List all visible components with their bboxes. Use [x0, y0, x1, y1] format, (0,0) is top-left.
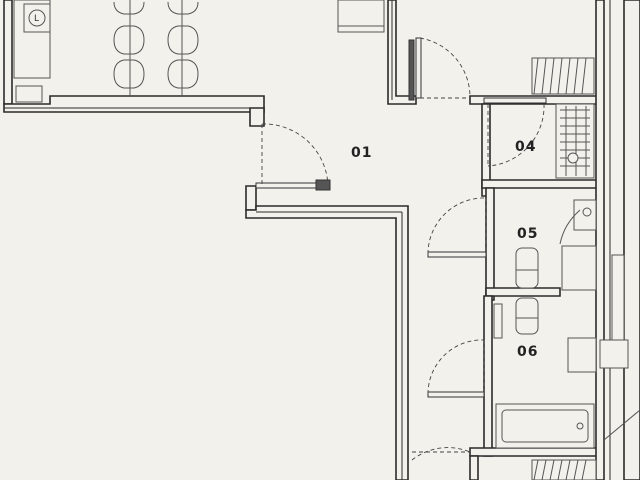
door-swing-room04: [487, 103, 545, 167]
wall-far-right: [595, 0, 605, 480]
radiator-bottom: [531, 459, 597, 480]
door-room04[interactable]: [483, 97, 547, 104]
flush-panel: [493, 303, 503, 339]
chair-icon: [167, 25, 199, 55]
room-label-05: 05: [517, 226, 538, 242]
radiators: [531, 57, 597, 480]
toilet-05: [515, 247, 539, 289]
doors: [255, 37, 547, 461]
stove: [23, 3, 51, 33]
room06-fixtures: [493, 297, 597, 449]
door-handle: [315, 179, 331, 191]
door-swing-corridor-top: [419, 37, 471, 99]
toilet-06: [515, 297, 539, 335]
bathtub-drain-icon: [576, 422, 584, 430]
wall-post: [408, 39, 415, 101]
wall-room06-bottom: [469, 447, 601, 457]
door-swing-room05: [427, 197, 487, 255]
sink-05: [573, 199, 597, 231]
exterior-panel: [611, 254, 625, 346]
shower-drain-icon: [567, 152, 579, 164]
wall-kitchen-bottom: [3, 95, 265, 113]
bathtub: [495, 403, 595, 449]
radiator-top: [531, 57, 595, 95]
wall-exterior-right: [623, 0, 640, 480]
furniture-top: [337, 0, 385, 33]
chair-icon: [113, 25, 145, 55]
door-corridor-top[interactable]: [415, 37, 422, 99]
wall-room01-bottom-right: [245, 205, 409, 480]
kitchen-bin: [15, 85, 43, 103]
cabinet-05: [561, 245, 597, 291]
chair-icon: [167, 59, 199, 89]
wall-room06-left: [483, 295, 493, 457]
door-swing-room01: [261, 123, 329, 187]
walls: [3, 0, 640, 480]
wall-jamb-upper: [249, 107, 265, 127]
chair-icon: [113, 1, 145, 15]
chair-icon: [167, 1, 199, 15]
door-swing-bottom: [411, 447, 471, 461]
door-room05[interactable]: [427, 251, 487, 258]
dining-set: [113, 0, 199, 96]
wall-room05-left: [485, 187, 495, 301]
cabinet: [337, 0, 385, 33]
stove-icon: [28, 9, 46, 27]
wall-kitchen-left: [3, 0, 13, 105]
room05-fixtures: [515, 199, 597, 291]
room-label-04: 04: [515, 139, 536, 155]
room04-fixtures: [555, 103, 595, 179]
room-label-06: 06: [517, 344, 538, 360]
door-room06[interactable]: [427, 391, 485, 398]
room-label-01: 01: [351, 145, 372, 161]
wall-room04-bottom: [481, 179, 601, 189]
door-swing-room06: [427, 339, 485, 395]
faucet-icon: [582, 207, 592, 217]
stove-icon-label: L: [34, 14, 39, 24]
shower-tray: [555, 103, 595, 179]
chair-icon: [113, 59, 145, 89]
exterior-diagonal: [603, 409, 640, 441]
bathtub-basin: [501, 409, 589, 443]
wall-bottom-stub: [469, 455, 479, 480]
kitchen-fixtures: L: [13, 0, 51, 103]
door-swing-sink: [559, 209, 581, 245]
sink-06: [567, 337, 597, 373]
wall-jamb-lower: [245, 185, 257, 211]
wall-room05-bottom: [485, 287, 561, 297]
room-labels: 01 04 05 06: [351, 139, 538, 360]
exterior-block: [599, 339, 629, 369]
